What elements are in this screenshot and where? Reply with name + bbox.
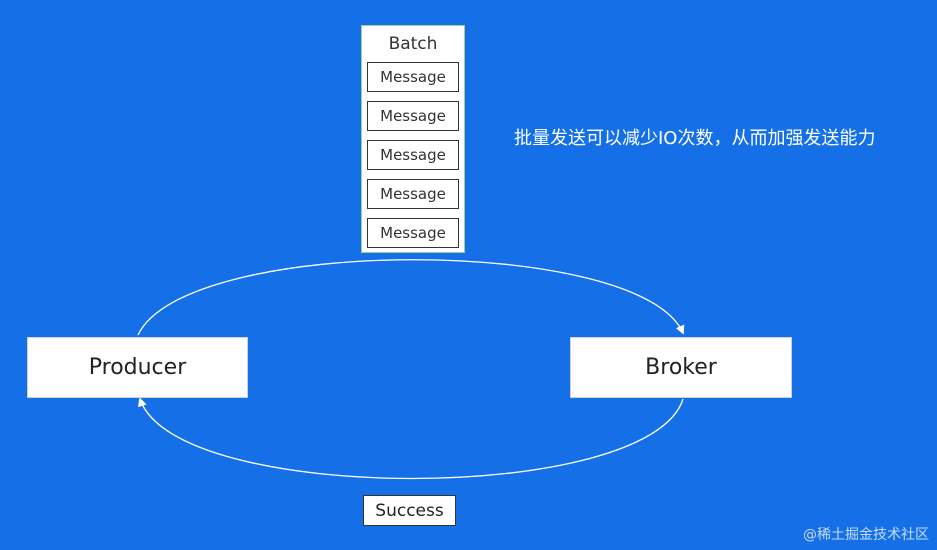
batch-note: 批量发送可以减少IO次数，从而加强发送能力 bbox=[514, 128, 876, 149]
message-item: Message bbox=[367, 62, 459, 92]
batch-box: Batch Message Message Message Message Me… bbox=[361, 25, 465, 253]
message-item: Message bbox=[367, 140, 459, 170]
send-arrow bbox=[137, 259, 685, 336]
producer-node: Producer bbox=[27, 337, 248, 398]
success-label: Success bbox=[363, 495, 456, 526]
response-arrow bbox=[137, 397, 684, 480]
broker-node: Broker bbox=[570, 337, 792, 398]
batch-title: Batch bbox=[388, 34, 438, 54]
message-item: Message bbox=[367, 179, 459, 209]
message-item: Message bbox=[367, 101, 459, 131]
source-credit: @稀土掘金技术社区 bbox=[803, 527, 929, 543]
message-item: Message bbox=[367, 218, 459, 248]
